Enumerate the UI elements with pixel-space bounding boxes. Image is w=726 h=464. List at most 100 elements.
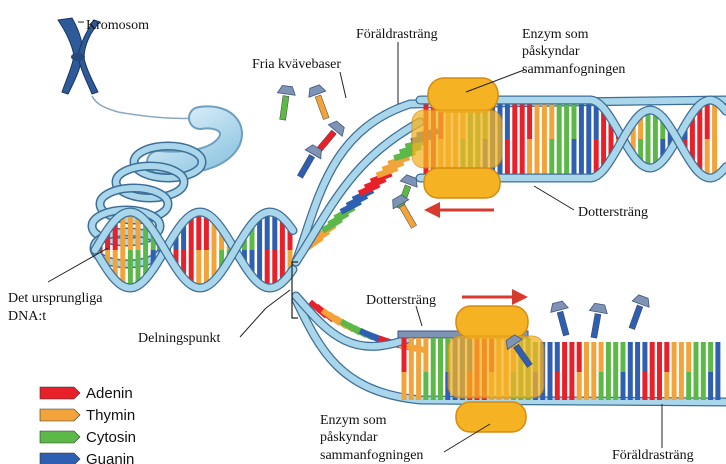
top-base-half [564, 139, 569, 178]
nucleotide-sugar [277, 85, 296, 95]
top-base-half [579, 139, 584, 178]
bottom-base-half [423, 338, 428, 372]
bottom-base-half [642, 342, 647, 372]
legend-swatch [40, 431, 80, 443]
legend-label: Cytosin [86, 429, 136, 446]
nucleotide-base [629, 305, 643, 330]
top-base-half [705, 139, 710, 178]
legend-label: Thymin [86, 407, 135, 424]
top-base-half [527, 100, 532, 139]
base-pair-half [265, 212, 270, 250]
bottom-base-half [701, 342, 706, 372]
nucleotide-base [280, 96, 289, 121]
bottom-base-half [548, 342, 553, 372]
direction-arrow-right [462, 289, 528, 305]
bottom-base-half [650, 372, 655, 400]
base-pair-half [128, 212, 133, 250]
legend-swatch [40, 387, 80, 399]
bottom-base-half [416, 338, 421, 372]
bottom-base-half [409, 338, 414, 372]
bottom-base-half [431, 338, 436, 372]
legend-swatch [40, 409, 80, 421]
bottom-base-half [548, 372, 553, 400]
base-pair-half [128, 250, 133, 288]
free-nucleotide [389, 193, 422, 231]
bottom-base-half [599, 372, 604, 400]
bottom-base-half [606, 342, 611, 372]
label-kromosom: Kromosom [86, 18, 149, 33]
label-dotterstrang-bottom: Dottersträng [366, 293, 436, 308]
bottom-base-half [416, 372, 421, 400]
bottom-base-half [650, 342, 655, 372]
bottom-base-half [657, 342, 662, 372]
bottom-base-half [679, 372, 684, 400]
top-base-half [505, 100, 510, 139]
label-foraldrastrang-bottom: Föräldrasträng [612, 448, 694, 463]
legend-swatch [40, 453, 80, 464]
bottom-base-half [686, 372, 691, 400]
bottom-base-half [577, 372, 582, 400]
free-nucleotide [623, 294, 652, 332]
nucleotide-sugar [632, 294, 652, 308]
nucleotide-sugar [589, 303, 608, 314]
nucleotide-sugar [306, 84, 326, 98]
bottom-base-half [569, 342, 574, 372]
bottom-base-half [555, 342, 560, 372]
bottom-base-half [672, 342, 677, 372]
label-dotterstrang-top: Dottersträng [578, 205, 648, 220]
bottom-base-half [591, 342, 596, 372]
bottom-base-half [562, 372, 567, 400]
bottom-base-half [694, 342, 699, 372]
bottom-base-half [686, 342, 691, 372]
nucleotide-base [557, 311, 569, 336]
legend-label: Adenin [86, 385, 133, 402]
free-nucleotide [585, 303, 609, 340]
top-base-half [520, 100, 525, 139]
bottom-base-half [591, 372, 596, 400]
top-base-half [527, 139, 532, 178]
label-enzym-bottom-3: sammanfogningen [320, 448, 423, 463]
bottom-base-half [664, 342, 669, 372]
top-base-half [705, 100, 710, 139]
top-base-half [542, 139, 547, 178]
top-base-half [586, 139, 591, 178]
bottom-base-half [701, 372, 706, 400]
top-base-half [520, 139, 525, 178]
bottom-base-half [621, 342, 626, 372]
label-foraldrastrang-top: Föräldrasträng [356, 27, 438, 42]
bottom-base-half [409, 372, 414, 400]
bottom-base-half [715, 372, 720, 400]
top-base-half [557, 100, 562, 139]
free-nucleotide [274, 85, 297, 121]
bottom-base-half [606, 372, 611, 400]
nucleotide-base [399, 205, 416, 229]
top-base-half [535, 100, 540, 139]
top-base-half [557, 139, 562, 178]
bottom-base-half [402, 372, 407, 400]
base-pair-half [196, 250, 201, 288]
bottom-base-half [621, 372, 626, 400]
direction-arrow-left [424, 202, 494, 218]
nucleotide-base [591, 313, 601, 338]
free-nucleotide [292, 143, 325, 181]
nucleotide-base [297, 155, 314, 179]
bottom-base-half [599, 342, 604, 372]
bottom-base-half [613, 342, 618, 372]
bottom-base-half [402, 338, 407, 372]
top-base-half [549, 139, 554, 178]
base-pair-half [265, 250, 270, 288]
label-enzym-top-1: Enzym som [522, 27, 589, 42]
bottom-base-half [635, 342, 640, 372]
top-base-half [512, 139, 517, 178]
top-base-half [505, 139, 510, 178]
bottom-base-half [672, 372, 677, 400]
free-nucleotide [306, 84, 335, 122]
bottom-base-half [715, 342, 720, 372]
bottom-base-half [708, 372, 713, 400]
bottom-base-half [562, 342, 567, 372]
bottom-base-half [577, 342, 582, 372]
bottom-base-half [635, 372, 640, 400]
bottom-base-half [584, 342, 589, 372]
top-base-half [512, 100, 517, 139]
